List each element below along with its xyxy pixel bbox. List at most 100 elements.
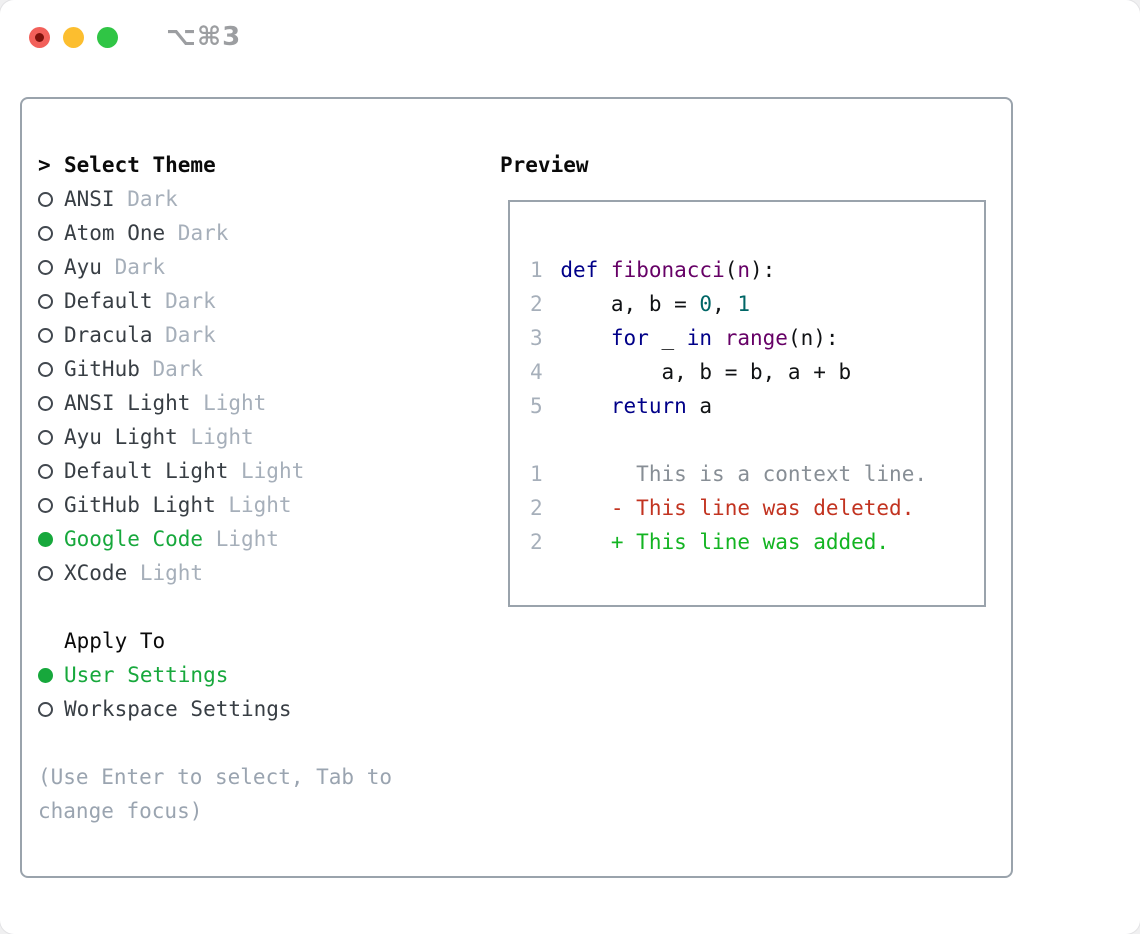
radio-icon[interactable] [38, 361, 53, 377]
code-line: 2 a, b = 0, 1 [530, 287, 984, 321]
apply-option-name: Workspace Settings [64, 697, 292, 721]
theme-item-default[interactable]: Default Dark [38, 284, 304, 318]
theme-variant: Dark [101, 255, 166, 279]
theme-name: Google Code [64, 527, 204, 551]
apply-option-name: User Settings [64, 663, 229, 687]
code-tokens: for _ in range(n): [610, 326, 839, 350]
apply-option-workspace-settings[interactable]: Workspace Settings [38, 692, 304, 726]
radio-gutter [38, 565, 64, 581]
theme-name: Dracula [64, 323, 153, 347]
keyboard-hint: (Use Enter to select, Tab to change focu… [38, 765, 393, 823]
minimize-button[interactable] [63, 27, 84, 48]
code-line: 3 for _ in range(n): [530, 321, 984, 355]
radio-gutter [38, 429, 64, 445]
radio-icon[interactable] [38, 463, 53, 479]
theme-name: ANSI [64, 187, 115, 211]
radio-gutter [38, 667, 64, 683]
theme-select-header: > Select Theme [38, 148, 304, 182]
selection-prompt-icon: > [38, 153, 51, 177]
diff-line-added: 2 + This line was added. [530, 525, 984, 559]
theme-item-xcode[interactable]: XCode Light [38, 556, 304, 590]
theme-name: ANSI Light [64, 391, 191, 415]
window-title: ⌥⌘3 [166, 22, 242, 52]
theme-item-ayu[interactable]: Ayu Dark [38, 250, 304, 284]
theme-item-default-light[interactable]: Default Light Light [38, 454, 304, 488]
close-button[interactable] [29, 27, 50, 48]
theme-variant: Light [127, 561, 204, 585]
radio-icon[interactable] [38, 701, 53, 717]
code-line: 4 a, b = b, a + b [530, 355, 984, 389]
theme-variant: Light [228, 459, 305, 483]
theme-name: GitHub [64, 357, 140, 381]
radio-gutter [38, 327, 64, 343]
theme-variant: Light [190, 391, 267, 415]
theme-variant: Dark [139, 357, 204, 381]
theme-variant: Light [215, 493, 292, 517]
radio-selected-icon[interactable] [38, 531, 53, 547]
theme-variant: Light [177, 425, 254, 449]
diff-line-deleted: 2 - This line was deleted. [530, 491, 984, 525]
line-number: 1 [530, 462, 543, 486]
radio-gutter [38, 293, 64, 309]
radio-icon[interactable] [38, 429, 53, 445]
radio-icon[interactable] [38, 395, 53, 411]
radio-gutter [38, 191, 64, 207]
line-number: 2 [530, 292, 543, 316]
radio-icon[interactable] [38, 293, 53, 309]
radio-icon[interactable] [38, 497, 53, 513]
theme-name: GitHub Light [64, 493, 216, 517]
theme-item-ansi-light[interactable]: ANSI Light Light [38, 386, 304, 420]
radio-gutter [38, 463, 64, 479]
theme-item-ansi[interactable]: ANSI Dark [38, 182, 304, 216]
radio-icon[interactable] [38, 565, 53, 581]
radio-gutter [38, 395, 64, 411]
theme-variant: Dark [165, 221, 229, 245]
line-number: 2 [530, 530, 543, 554]
radio-icon[interactable] [38, 191, 53, 207]
spacer [530, 423, 984, 457]
code-line: 5 return a [530, 389, 984, 423]
theme-item-github-light[interactable]: GitHub Light Light [38, 488, 304, 522]
line-number: 1 [530, 258, 543, 282]
line-number: 4 [530, 360, 543, 384]
theme-name: Default Light [64, 459, 229, 483]
theme-name: Default [64, 289, 153, 313]
radio-selected-icon[interactable] [38, 667, 53, 683]
radio-icon[interactable] [38, 327, 53, 343]
theme-variant: Light [203, 527, 279, 551]
code-tokens: return a [610, 394, 713, 418]
code-tokens: def fibonacci(n): [560, 258, 776, 282]
code-line: 1 def fibonacci(n): [530, 253, 984, 287]
code-tokens: a, b = b, a + b [560, 360, 852, 384]
theme-item-google-code[interactable]: Google Code Light [38, 522, 304, 556]
radio-gutter [38, 259, 64, 275]
diff-line-context: 1 This is a context line. [530, 457, 984, 491]
code-tokens: a, b = 0, 1 [560, 292, 751, 316]
radio-icon[interactable] [38, 225, 53, 241]
theme-select-title: Select Theme [64, 153, 216, 177]
line-number: 2 [530, 496, 543, 520]
preview-title: Preview [500, 153, 589, 177]
theme-item-dracula[interactable]: Dracula Dark [38, 318, 304, 352]
theme-item-github[interactable]: GitHub Dark [38, 352, 304, 386]
diff-text: This is a context line. [560, 462, 927, 486]
apply-option-user-settings[interactable]: User Settings [38, 658, 304, 692]
radio-icon[interactable] [38, 259, 53, 275]
radio-gutter [38, 225, 64, 241]
theme-item-atom-one[interactable]: Atom One Dark [38, 216, 304, 250]
theme-variant: Dark [114, 187, 178, 211]
apply-to-header: Apply To [38, 624, 304, 658]
radio-gutter [38, 497, 64, 513]
theme-name: XCode [64, 561, 128, 585]
zoom-button[interactable] [97, 27, 118, 48]
theme-item-ayu-light[interactable]: Ayu Light Light [38, 420, 304, 454]
radio-gutter [38, 701, 64, 717]
diff-text: - This line was deleted. [560, 496, 915, 520]
radio-gutter [38, 361, 64, 377]
theme-name: Atom One [64, 221, 166, 245]
